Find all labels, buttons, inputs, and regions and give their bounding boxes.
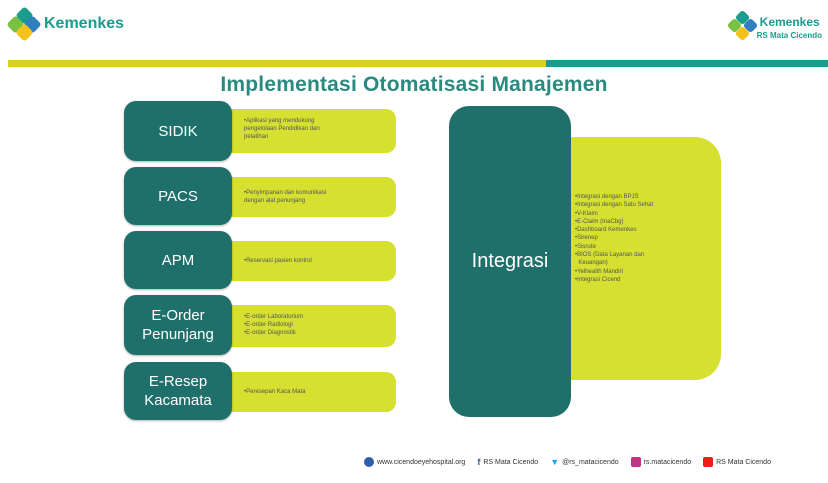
header-bar-teal: [546, 60, 828, 67]
desc-item: dengan alat penunjang: [244, 198, 306, 204]
footer-website-text: www.cicendoeyehospital.org: [377, 458, 466, 466]
desc-item: •E-order Radiologi: [244, 322, 293, 328]
footer-facebook[interactable]: f RS Mata Cicendo: [477, 457, 538, 467]
kemenkes-logo-icon: [6, 6, 42, 42]
desc-pacs: •Penyimpanan dan komunikasi dengan alat …: [220, 177, 396, 217]
desc-item: •Integrasi dengan BPJS: [575, 194, 639, 200]
desc-item: •Sirenep: [575, 235, 598, 242]
footer-youtube-text: RS Mata Cicendo: [716, 458, 771, 466]
footer-instagram[interactable]: rs.matacicendo: [630, 457, 692, 467]
desc-item: •Yelhealth Mandiri: [575, 268, 623, 275]
desc-item: •E-order Diagnostik: [244, 330, 296, 336]
kemenkes-logo: Kemenkes: [6, 6, 125, 42]
page-title: Implementasi Otomatisasi Manajemen: [220, 73, 608, 96]
label-integrasi: Integrasi: [449, 106, 571, 417]
label-sidik: SIDIK: [124, 101, 232, 161]
desc-item: •Dashboard Kemenkes: [575, 227, 637, 234]
label-e-order: E-Order Penunjang: [124, 295, 232, 355]
label-apm: APM: [124, 231, 232, 289]
footer-website[interactable]: www.cicendoeyehospital.org: [364, 457, 465, 467]
desc-e-resep: •Peresepan Kaca Mata: [220, 372, 396, 412]
label-pacs: PACS: [124, 167, 232, 225]
desc-e-order: •E-order Laboratorium •E-order Radiologi…: [220, 305, 396, 347]
footer-instagram-text: rs.matacicendo: [643, 458, 692, 466]
desc-sidik: •Aplikasi yang mendukung pengelolaan Pen…: [220, 109, 396, 153]
desc-item: •Integrasi dengan Satu Sehat: [575, 202, 654, 209]
rs-mata-cicendo-logo: Kemenkes RS Mata Cicendo: [726, 9, 822, 42]
footer-twitter[interactable]: ▼ @rs_matacicendo: [550, 457, 618, 467]
desc-item: •Peresepan Kaca Mata: [244, 389, 306, 395]
globe-icon: [364, 457, 374, 467]
desc-item: •E-order Laboratorium: [244, 314, 304, 320]
footer-twitter-text: @rs_matacicendo: [562, 458, 619, 466]
facebook-icon: f: [477, 457, 481, 467]
header-bar-yellow: [8, 60, 546, 67]
desc-item: •E-Claim (InaCbg): [575, 218, 624, 225]
footer-facebook-text: RS Mata Cicendo: [483, 458, 539, 466]
desc-item: pengelolaan Pendidikan dan: [244, 126, 320, 132]
desc-item: •Integrasi Cicend: [575, 276, 621, 283]
instagram-icon: [630, 457, 641, 467]
kemenkes-logo-icon: [726, 9, 758, 42]
desc-integrasi: •Integrasi dengan BPJS •Integrasi dengan…: [545, 137, 721, 380]
logo-left-text: Kemenkes: [44, 15, 125, 32]
desc-item: •V-Klaim: [575, 210, 598, 217]
desc-item: pelatihan: [244, 134, 269, 140]
desc-apm: •Reservasi pasien kontrol: [220, 241, 396, 281]
logo-right-subtitle: RS Mata Cicendo: [756, 30, 822, 40]
label-e-resep: E-Resep Kacamata: [124, 362, 232, 420]
desc-item: •Aplikasi yang mendukung: [244, 118, 315, 124]
youtube-icon: [703, 457, 714, 467]
footer: www.cicendoeyehospital.org f RS Mata Cic…: [364, 457, 783, 467]
desc-item: •Sisrute: [575, 243, 596, 250]
desc-item: •Penyimpanan dan komunikasi: [244, 190, 327, 196]
desc-item: •Reservasi pasien kontrol: [244, 258, 312, 264]
logo-right-text: Kemenkes: [759, 14, 820, 29]
desc-item: Keuangan): [575, 260, 608, 267]
desc-item: •BIOS (Data Layanan dan: [575, 252, 645, 259]
twitter-icon: ▼: [550, 457, 560, 467]
footer-youtube[interactable]: RS Mata Cicendo: [703, 457, 771, 467]
